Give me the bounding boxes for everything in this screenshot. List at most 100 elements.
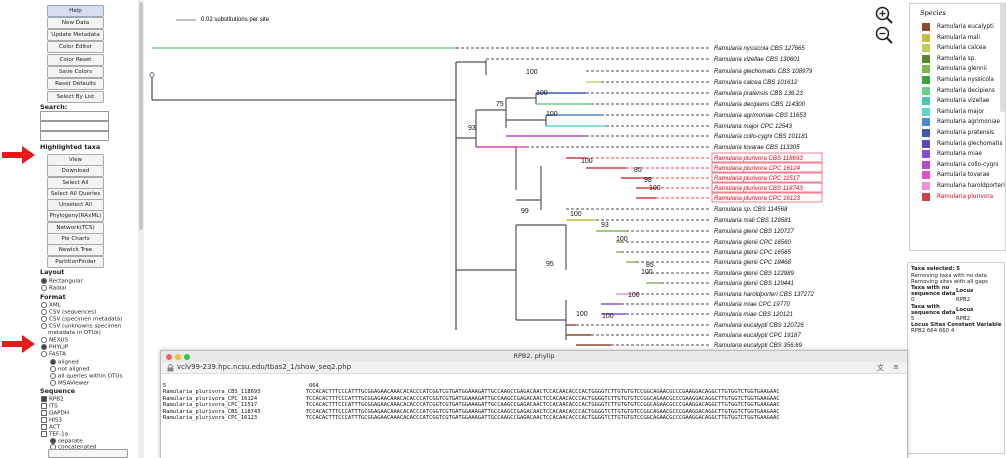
selection-summary: Taxa selected: 5 Removing taxa with no d… [907, 262, 1005, 454]
select-by-list-button[interactable]: Select By List [47, 91, 104, 103]
seq-gapdh-checkbox[interactable]: GAPDH [41, 410, 69, 418]
address-bar[interactable]: vclv99-239.hpc.ncsu.edu/tbas2_1/show_seq… [161, 362, 907, 374]
bootstrap-value: 93 [468, 125, 476, 132]
taxon-label[interactable]: Ramularia eucalypti CBS 356.69 [714, 342, 803, 349]
taxon-label[interactable]: Ramularia plurivora CBS 118693 [714, 155, 803, 162]
format-xml-radio[interactable]: XML [41, 302, 61, 310]
taxon-label[interactable]: Ramularia glechomatis CBS 108979 [714, 68, 813, 75]
taxon-label[interactable]: Ramularia agrimoniae CBS 11653 [714, 112, 807, 119]
search-input-3[interactable] [40, 131, 109, 141]
taxon-label[interactable]: Ramularia plurivora CPC 16124 [714, 165, 801, 172]
radio-label: Rectangular [49, 278, 83, 285]
layout-radial-radio[interactable]: Radial [41, 285, 66, 293]
window-title: RPB2, phylip [513, 352, 555, 360]
fasta-not-aligned-radio[interactable]: not aligned [50, 366, 90, 374]
new-data-button[interactable]: New Data [47, 17, 104, 29]
bootstrap-value: 100 [546, 111, 558, 118]
checkbox-icon [41, 431, 47, 437]
legend-swatch [922, 97, 930, 106]
checkbox-label: TEF-1a [49, 431, 69, 438]
download-button[interactable]: Download [47, 165, 104, 177]
maximize-icon[interactable] [184, 354, 190, 360]
format-csv-meta-radio[interactable]: CSV (specimen metadata) [41, 316, 122, 324]
bootstrap-value: 100 [641, 269, 653, 276]
taxon-label[interactable]: Ramularia glenii CBS 122989 [714, 270, 795, 277]
minimize-icon[interactable] [175, 354, 181, 360]
radio-label: FASTA [49, 351, 66, 358]
scrollbar-thumb[interactable] [139, 2, 143, 230]
update-metadata-button[interactable]: Update Metadata [47, 29, 104, 41]
close-icon[interactable] [166, 354, 172, 360]
taxon-label[interactable]: Ramularia sp. CBS 114568 [714, 206, 788, 213]
seq-act-checkbox[interactable]: ACT [41, 424, 60, 432]
taxon-label[interactable]: Ramularia plurivora CPC 16123 [714, 195, 801, 202]
taxon-label[interactable]: Ramularia eucalypti CBS 120726 [714, 322, 804, 329]
legend-scrollbar[interactable] [1000, 2, 1005, 112]
taxon-label[interactable]: Ramularia pratensis CBS 136.23 [714, 90, 803, 97]
radio-icon [41, 278, 47, 284]
taxon-label[interactable]: Ramularia glenii CBS 129441 [714, 280, 794, 287]
removing-taxa-text: Removing taxa with no data [911, 273, 987, 279]
legend-label: Ramularia collo-cygni [937, 161, 999, 168]
format-phylip-radio[interactable]: PHYLIP [41, 344, 68, 352]
taxon-label[interactable]: Ramularia mali CBS 129581 [714, 217, 791, 224]
taxon-label[interactable]: Ramularia glenii CPC 18468 [714, 259, 791, 266]
taxa-selected-text: Taxa selected: 5 [911, 266, 961, 272]
phylogeny-raxml-button[interactable]: Phylogeny(RAxML) [47, 210, 104, 222]
partitionfinder-button[interactable]: PartitionFinder [47, 256, 104, 268]
translate-icon[interactable]: 文 [877, 364, 884, 372]
taxon-label[interactable]: Ramularia haroldporteri CBS 137272 [714, 291, 815, 298]
taxon-label[interactable]: Ramularia plurivora CPC 11517 [714, 175, 800, 182]
color-editor-button[interactable]: Color Editor [47, 41, 104, 53]
taxon-label[interactable]: Ramularia plurivora CBS 118743 [714, 185, 803, 192]
taxon-label[interactable]: Ramularia nyssicola CBS 127665 [714, 45, 805, 52]
left-scrollbar[interactable] [138, 0, 144, 458]
taxon-label[interactable]: Ramularia miae CPC 19770 [714, 301, 790, 308]
root-node[interactable] [149, 72, 155, 78]
layout-rectangular-radio[interactable]: Rectangular [41, 278, 83, 286]
format-csv-unknown-radio[interactable]: CSV (unknowns specimen [41, 323, 121, 331]
seq-his3-checkbox[interactable]: HIS3 [41, 417, 62, 425]
format-nexus-radio[interactable]: NEXUS [41, 337, 68, 345]
radio-label: aligned [58, 359, 79, 366]
zoom-in-icon[interactable] [875, 6, 893, 24]
format-fasta-radio[interactable]: FASTA [41, 351, 66, 359]
radio-icon [41, 309, 47, 315]
seq-tef1a-checkbox[interactable]: TEF-1a [41, 431, 68, 439]
taxon-label[interactable]: Ramularia calcea CBS 101612 [714, 79, 798, 86]
taxon-label[interactable]: Ramularia eucalypti CPC 19187 [714, 332, 801, 339]
legend-label: Ramularia glennii [937, 66, 987, 73]
fasta-aligned-radio[interactable]: aligned [50, 359, 79, 367]
seq-rpb2-checkbox[interactable]: RPB2 [41, 396, 64, 404]
help-button[interactable]: Help [47, 5, 104, 17]
seq-its-checkbox[interactable]: ITS [41, 403, 58, 411]
zoom-out-icon[interactable] [875, 26, 893, 44]
taxon-label[interactable]: Ramularia glenii CBS 120727 [714, 228, 795, 235]
radio-label: not aligned [58, 366, 90, 373]
taxon-label[interactable]: Ramularia vizellae CBS 130601 [714, 56, 800, 63]
taxon-label[interactable]: Ramularia miae CBS 120121 [714, 311, 793, 318]
color-reset-button[interactable]: Color Reset [47, 54, 104, 66]
select-dropdown[interactable] [48, 449, 128, 458]
fasta-all-queries-radio[interactable]: all queries within OTUs [50, 373, 122, 381]
fasta-msaviewer-radio[interactable]: MSAViewer [50, 380, 89, 388]
taxon-label[interactable]: Ramularia glenii CPC 16565 [714, 249, 791, 256]
seq-row-data: TCCACACTTTCCCATTTGCGGAGAACAAACACACCCATCG… [305, 415, 780, 422]
save-colors-button[interactable]: Save Colors [47, 66, 104, 78]
reset-defaults-button[interactable]: Reset Defaults [47, 78, 104, 90]
taxon-label[interactable]: Ramularia major CPC 12543 [714, 123, 793, 130]
tef-separate-radio[interactable]: separate [50, 438, 83, 446]
format-csv-seq-radio[interactable]: CSV (sequences) [41, 309, 96, 317]
newick-tree-button[interactable]: Newick Tree [47, 244, 104, 256]
taxon-label[interactable]: Ramularia glenii CPC 16560 [714, 239, 791, 246]
taxon-label[interactable]: Ramularia collo-cygni CBS 101181 [714, 133, 808, 140]
search-input-2[interactable] [40, 121, 109, 131]
phylip-window[interactable]: RPB2, phylip vclv99-239.hpc.ncsu.edu/tba… [160, 350, 908, 458]
radio-label: XML [49, 302, 61, 309]
taxon-label[interactable]: Ramularia tovarae CBS 113305 [714, 144, 800, 151]
taxon-label[interactable]: Ramularia decipiens CBS 114300 [714, 101, 806, 108]
with-data-locus: RPB2 [956, 316, 971, 322]
reader-icon[interactable]: ≡ [893, 363, 899, 371]
highlight-box [711, 152, 823, 163]
search-input-1[interactable] [40, 111, 109, 121]
